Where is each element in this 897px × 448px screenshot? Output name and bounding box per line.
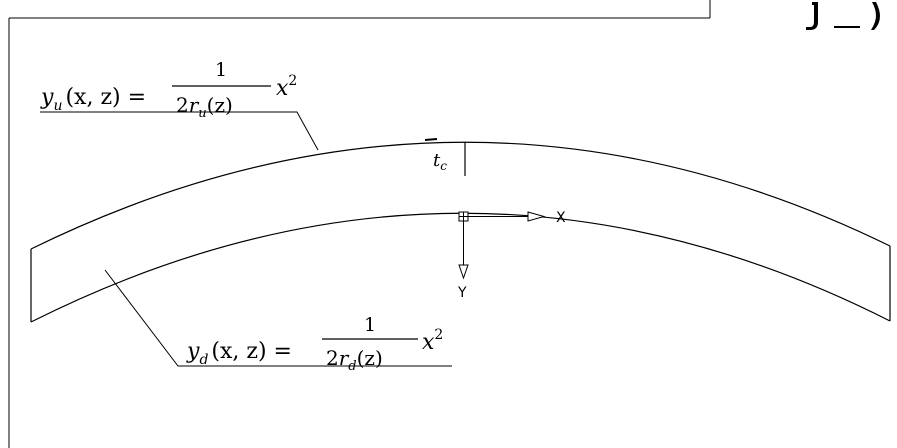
- upper-eq-den-sub: u: [198, 106, 206, 121]
- svg-text:x2: x2: [422, 327, 443, 355]
- upper-eq-lhs-sub: u: [53, 98, 62, 114]
- lower-eq-den-coef: 2: [326, 346, 339, 370]
- lower-eq-rhs-exp: 2: [434, 327, 443, 343]
- svg-text:2ru(z): 2ru(z): [176, 93, 233, 121]
- lower-eq-numerator: 1: [364, 314, 376, 336]
- lower-leader-line: [104, 269, 452, 367]
- svg-text:yu(x, z) =: yu(x, z) =: [40, 85, 146, 114]
- upper-leader-line: [40, 111, 319, 151]
- x-axis-arrow-icon: [527, 211, 546, 222]
- frame: [8, 0, 711, 448]
- svg-text:yd(x, z) =: yd(x, z) =: [186, 339, 292, 368]
- lower-eq-den-sub: d: [348, 359, 356, 374]
- thickness-label: tc: [433, 150, 447, 173]
- upper-eq-rhs-exp: 2: [288, 73, 297, 89]
- y-axis-label: Y: [457, 285, 467, 301]
- upper-eq-den-coef: 2: [176, 93, 189, 117]
- upper-eq-den-args: (z): [207, 93, 233, 117]
- thickness-tick: [424, 138, 438, 141]
- x-axis-label: X: [556, 210, 566, 226]
- cropped-top-glyphs: [806, 2, 880, 30]
- lower-eq-den-args: (z): [357, 346, 383, 370]
- svg-text:2rd(z): 2rd(z): [326, 346, 383, 374]
- lower-eq-lhs-sub: d: [199, 352, 208, 368]
- upper-eq-den-var: r: [189, 93, 200, 117]
- upper-surface-curve: [30, 141, 891, 250]
- y-axis-arrow-icon: [458, 264, 469, 280]
- lower-eq-lhs-var: y: [186, 339, 200, 364]
- leader-lines: [40, 111, 452, 367]
- coordinate-axes: [458, 211, 546, 280]
- upper-equation: yu(x, z) = 1 2ru(z) x2: [40, 59, 297, 121]
- svg-text:x2: x2: [276, 73, 297, 101]
- upper-eq-numerator: 1: [215, 59, 227, 81]
- lower-eq-rhs-var: x: [422, 330, 435, 355]
- lower-eq-den-var: r: [339, 346, 350, 370]
- upper-eq-lhs-var: y: [40, 85, 54, 110]
- upper-eq-lhs-args: (x, z) =: [65, 85, 146, 110]
- lower-eq-lhs-args: (x, z) =: [211, 339, 292, 364]
- lower-equation: yd(x, z) = 1 2rd(z) x2: [186, 314, 443, 374]
- upper-eq-rhs-var: x: [276, 76, 289, 101]
